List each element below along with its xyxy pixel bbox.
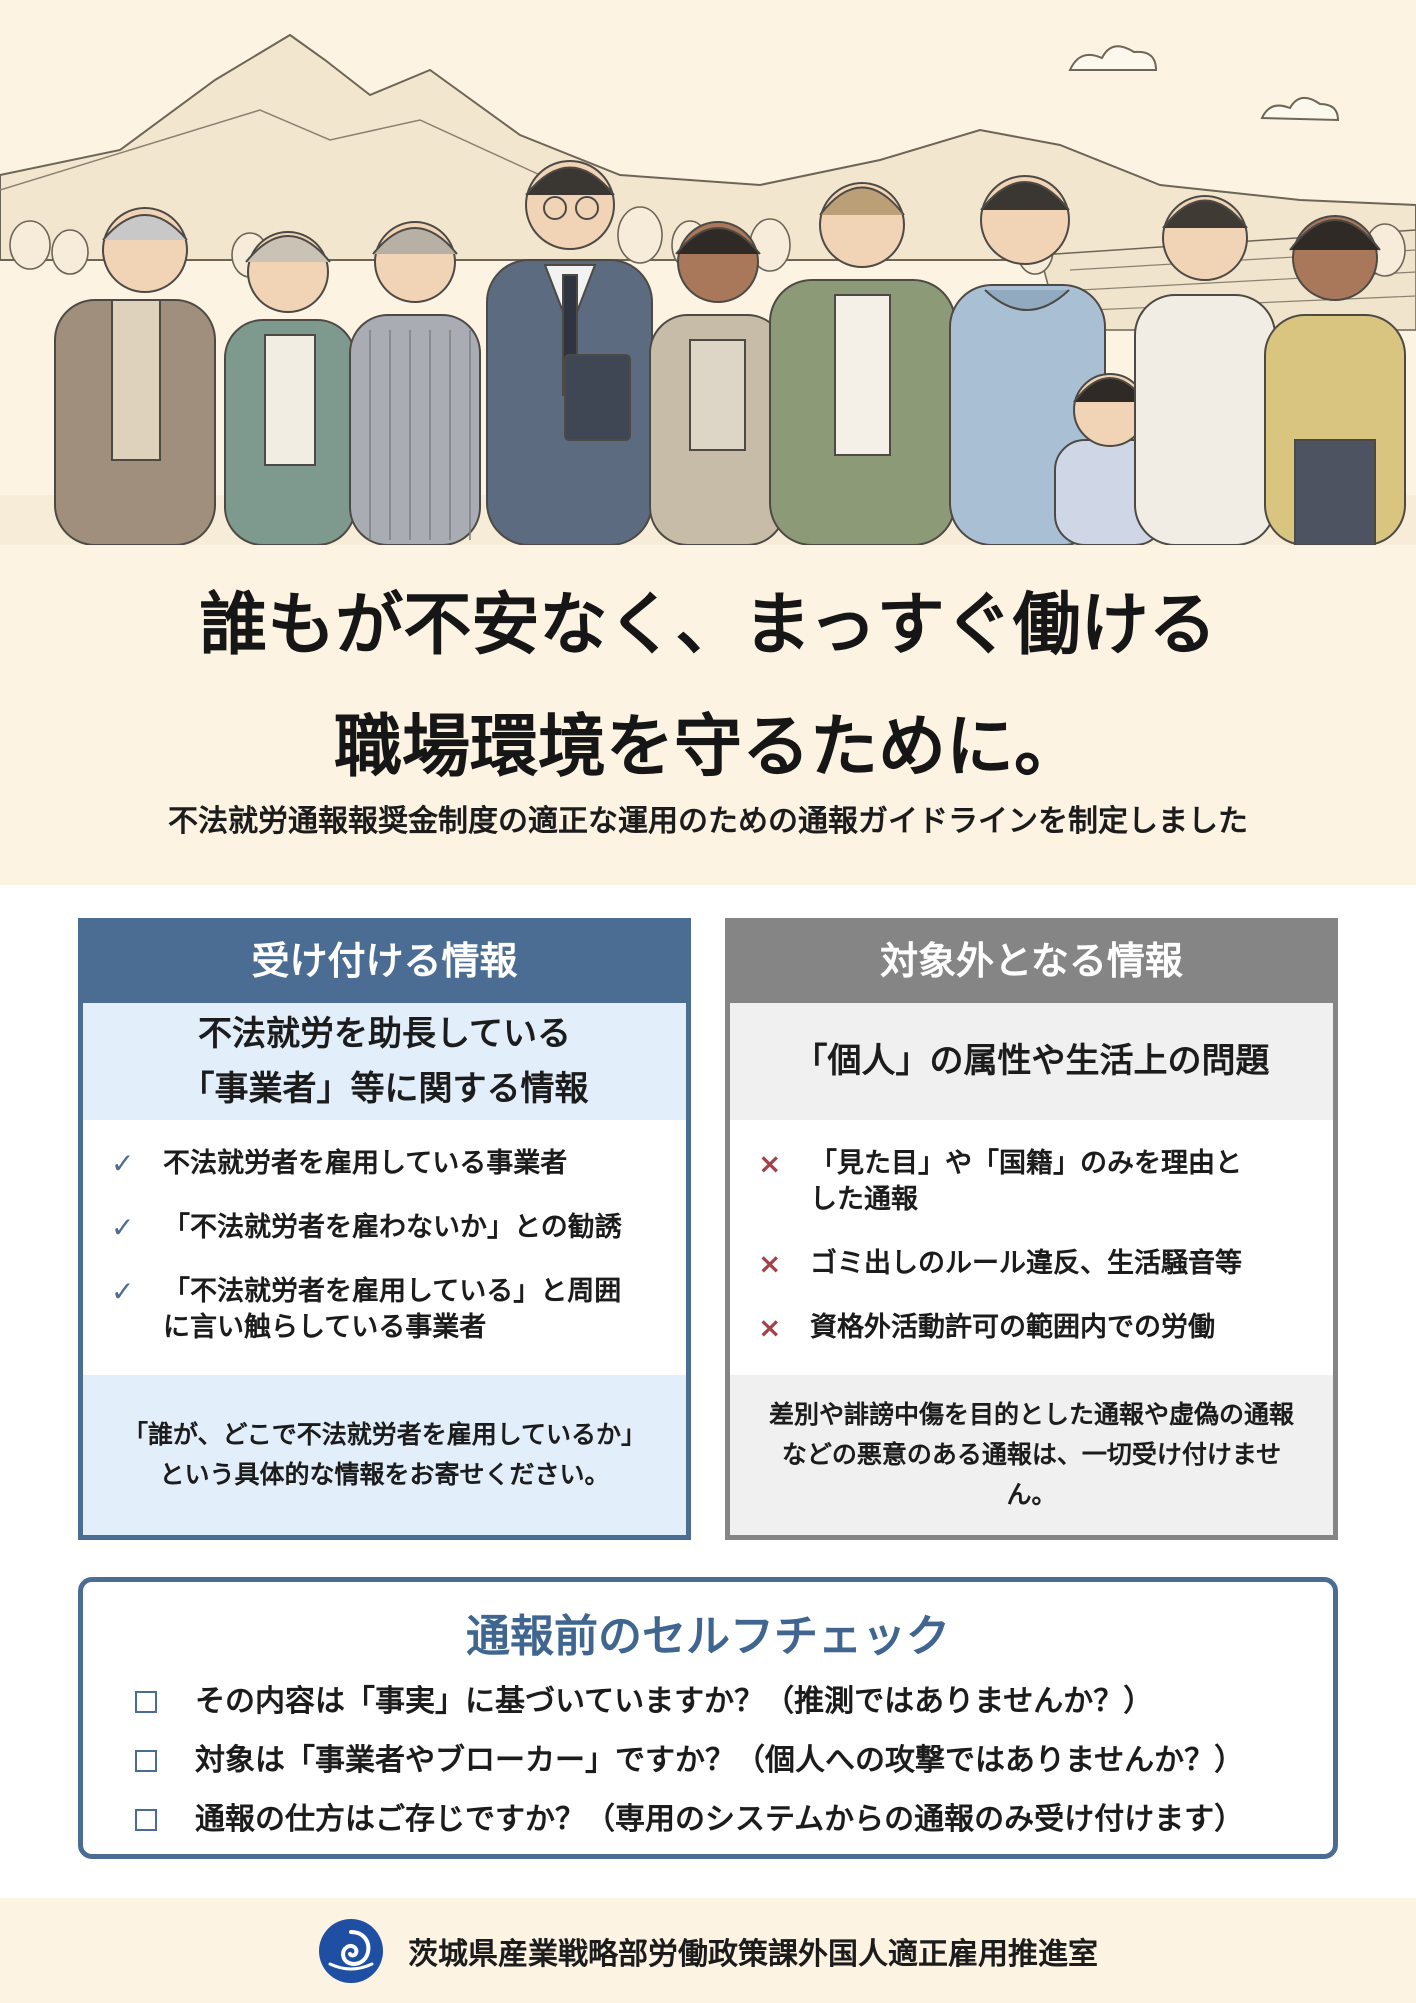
cross-icon: × [758,1311,782,1344]
footer: 茨城県産業戦略部労働政策課外国人適正雇用推進室 [0,1898,1416,2003]
accepted-lead-line-2: 「事業者」等に関する情報 [180,1068,589,1109]
list-item-text: ゴミ出しのルール違反、生活騒音等 [810,1248,1242,1279]
check-icon: ✓ [111,1275,135,1308]
self-check-title: 通報前のセルフチェック [466,1611,950,1662]
self-check-item-text: 対象は「事業者やブローカー」ですか？（個人への攻撃ではありませんか？） [195,1743,1245,1778]
cross-icon: × [758,1147,782,1180]
check-icon: ✓ [111,1147,135,1180]
hero-section: 誰もが不安なく、まっすぐ働ける 職場環境を守るために。 不法就労通報報奨金制度の… [0,0,1416,885]
accepted-info-header: 受け付ける情報 [83,923,686,1003]
list-item: × 「見た目」や「国籍」のみを理由と した通報 [752,1146,1311,1218]
self-check-box: 通報前のセルフチェック その内容は「事実」に基づいていますか？（推測ではありませ… [78,1577,1338,1859]
self-check-item: 通報の仕方はご存じですか？（専用のシステムからの通報のみ受け付けます） [135,1790,1333,1849]
excluded-lead-line-1: 「個人」の属性や生活上の問題 [793,1041,1270,1081]
list-item: × ゴミ出しのルール違反、生活騒音等 [752,1246,1311,1282]
list-item-text-cont: した通報 [810,1184,918,1215]
list-item-text-cont: に言い触らしている事業者 [163,1312,487,1343]
ibaraki-logo [319,1918,383,1983]
accepted-note-line-2: という具体的な情報をお寄せください。 [159,1460,610,1489]
accepted-info-box: 受け付ける情報 不法就労を助長している 「事業者」等に関する情報 ✓ 不法就労者… [78,918,691,1540]
list-item: ✓ 不法就労者を雇用している事業者 [105,1146,664,1182]
excluded-note-line-2: などの悪意のある通報は、一切受け付けません。 [781,1440,1282,1509]
list-item: ✓ 「不法就労者を雇わないか」との勧誘 [105,1210,664,1246]
list-item: ✓ 「不法就労者を雇用している」と周囲 に言い触らしている事業者 [105,1274,664,1346]
subtitle: 不法就労通報報奨金制度の適正な運用のための通報ガイドラインを制定しました [168,804,1248,839]
checkbox-icon [135,1808,157,1831]
check-icon: ✓ [111,1211,135,1244]
list-item: × 資格外活動許可の範囲内での労働 [752,1310,1311,1346]
self-check-item-text: その内容は「事実」に基づいていますか？（推測ではありませんか？） [195,1684,1154,1719]
accepted-info-list: ✓ 不法就労者を雇用している事業者 ✓ 「不法就労者を雇わないか」との勧誘 ✓ … [83,1120,686,1375]
self-check-list: その内容は「事実」に基づいていますか？（推測ではありませんか？） 対象は「事業者… [83,1662,1333,1849]
organization-name: 茨城県産業戦略部労働政策課外国人適正雇用推進室 [408,1936,1098,1972]
list-item-text: 資格外活動許可の範囲内での労働 [810,1312,1215,1343]
accepted-info-note: 「誰が、どこで不法就労者を雇用しているか」 という具体的な情報をお寄せください。 [83,1375,686,1535]
accepted-info-lead: 不法就労を助長している 「事業者」等に関する情報 [83,1003,686,1120]
title-line-2: 職場環境を守るために。 [333,708,1082,787]
excluded-info-note: 差別や誹謗中傷を目的とした通報や虚偽の通報 などの悪意のある通報は、一切受け付け… [730,1375,1333,1535]
accepted-note-line-1: 「誰が、どこで不法就労者を雇用しているか」 [122,1420,646,1449]
list-item-text: 「不法就労者を雇用している」と周囲 [163,1276,622,1307]
self-check-item: その内容は「事実」に基づいていますか？（推測ではありませんか？） [135,1672,1333,1731]
excluded-info-box: 対象外となる情報 「個人」の属性や生活上の問題 × 「見た目」や「国籍」のみを理… [725,918,1338,1540]
accepted-lead-line-1: 不法就労を助長している [198,1013,571,1054]
excluded-info-lead: 「個人」の属性や生活上の問題 [730,1003,1333,1120]
list-item-text: 不法就労者を雇用している事業者 [163,1148,568,1179]
self-check-item-text: 通報の仕方はご存じですか？（専用のシステムからの通報のみ受け付けます） [195,1802,1245,1837]
people-illustration [0,0,1416,545]
list-item-text: 「見た目」や「国籍」のみを理由と [810,1148,1242,1179]
excluded-info-header: 対象外となる情報 [730,923,1333,1003]
checkbox-icon [135,1690,157,1713]
excluded-note-line-1: 差別や誹謗中傷を目的とした通報や虚偽の通報 [768,1400,1294,1429]
excluded-info-list: × 「見た目」や「国籍」のみを理由と した通報 × ゴミ出しのルール違反、生活騒… [730,1120,1333,1375]
main-title: 誰もが不安なく、まっすぐ働ける 職場環境を守るために。 [0,565,1416,809]
title-line-1: 誰もが不安なく、まっすぐ働ける [199,586,1217,665]
checkbox-icon [135,1749,157,1772]
list-item-text: 「不法就労者を雇わないか」との勧誘 [163,1212,622,1243]
cross-icon: × [758,1247,782,1280]
self-check-item: 対象は「事業者やブローカー」ですか？（個人への攻撃ではありませんか？） [135,1731,1333,1790]
